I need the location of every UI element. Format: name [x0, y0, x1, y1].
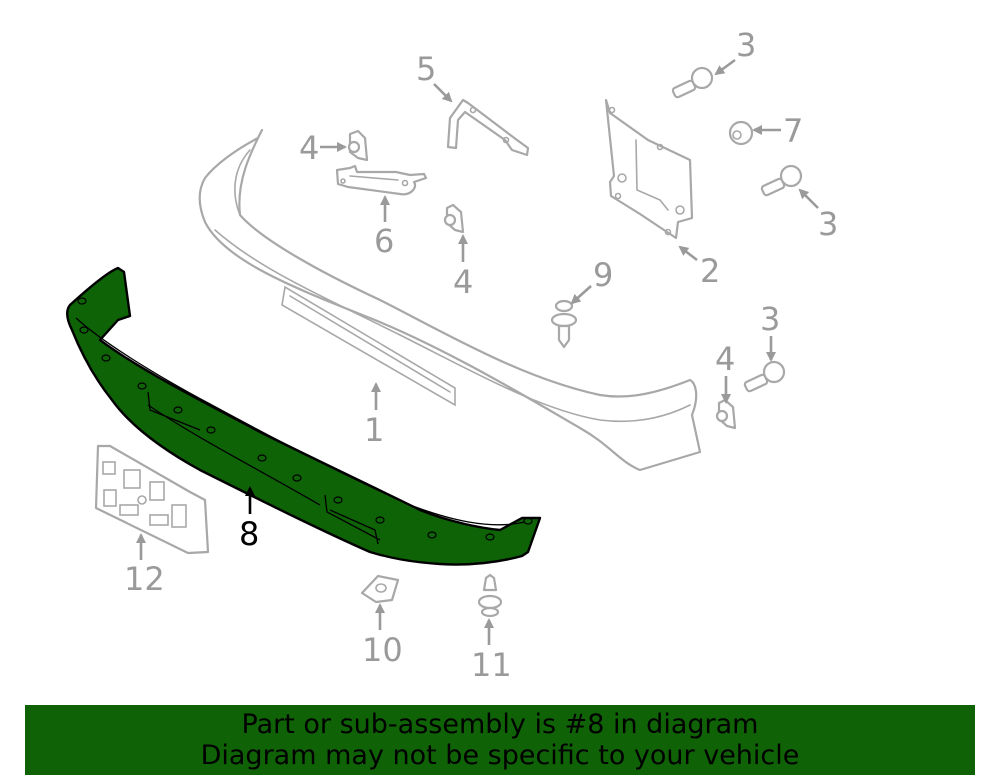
callout-3b[interactable]: 3 — [798, 188, 838, 243]
part-info-banner: Part or sub-assembly is #8 in diagram Di… — [25, 705, 975, 775]
svg-text:10: 10 — [362, 631, 403, 669]
part-8-lower-valance[interactable] — [66, 266, 542, 566]
part-12-license-bracket[interactable] — [94, 444, 210, 555]
banner-line-disclaimer: Diagram may not be specific to your vehi… — [200, 740, 800, 771]
svg-text:2: 2 — [700, 252, 720, 290]
callout-5[interactable]: 5 — [416, 50, 453, 103]
svg-text:3: 3 — [818, 205, 838, 243]
part-4-nut-clip[interactable] — [715, 398, 737, 430]
callout-7[interactable]: 7 — [752, 112, 803, 150]
callout-6[interactable]: 6 — [374, 195, 394, 260]
callout-2[interactable]: 2 — [678, 245, 720, 290]
callout-3a[interactable]: 3 — [714, 26, 756, 76]
part-2-bracket-plate[interactable] — [604, 98, 694, 240]
part-7-nut[interactable] — [728, 120, 754, 146]
svg-text:1: 1 — [364, 411, 384, 449]
part-6-support-bracket[interactable] — [335, 164, 428, 196]
parts-diagram: 1 2 3 3 3 4 4 4 5 6 7 8 — [66, 26, 838, 684]
callout-8[interactable]: 8 — [239, 486, 259, 553]
svg-text:3: 3 — [760, 300, 780, 338]
svg-text:6: 6 — [374, 222, 394, 260]
part-4-nut-clip[interactable] — [347, 129, 369, 162]
svg-text:4: 4 — [715, 340, 735, 378]
part-9-push-retainer[interactable] — [550, 299, 578, 349]
callout-3c[interactable]: 3 — [760, 300, 780, 362]
callout-10[interactable]: 10 — [362, 603, 403, 669]
svg-text:5: 5 — [416, 50, 436, 88]
callout-11[interactable]: 11 — [471, 618, 512, 684]
callout-12[interactable]: 12 — [124, 533, 165, 598]
svg-text:4: 4 — [299, 129, 319, 167]
svg-text:12: 12 — [124, 560, 165, 598]
part-5-bracket[interactable] — [446, 98, 530, 157]
part-3-bolt[interactable] — [671, 66, 714, 99]
part-1-bumper-cover[interactable] — [198, 128, 702, 472]
callout-1[interactable]: 1 — [364, 382, 384, 449]
svg-text:9: 9 — [593, 256, 613, 294]
callout-4a[interactable]: 4 — [299, 129, 347, 167]
callout-4b[interactable]: 4 — [453, 234, 473, 301]
part-3-bolt[interactable] — [760, 164, 803, 197]
part-11-push-pin[interactable] — [477, 573, 503, 618]
part-10-clip[interactable] — [360, 574, 400, 604]
svg-text:4: 4 — [453, 263, 473, 301]
part-3-bolt[interactable] — [743, 360, 786, 393]
callout-4c[interactable]: 4 — [715, 340, 735, 404]
part-4-nut-clip[interactable] — [443, 203, 465, 234]
banner-line-part-number: Part or sub-assembly is #8 in diagram — [241, 709, 759, 740]
callout-9[interactable]: 9 — [570, 256, 613, 305]
svg-text:7: 7 — [783, 112, 803, 150]
svg-text:8: 8 — [239, 515, 259, 553]
svg-text:3: 3 — [736, 26, 756, 64]
svg-text:11: 11 — [471, 646, 512, 684]
